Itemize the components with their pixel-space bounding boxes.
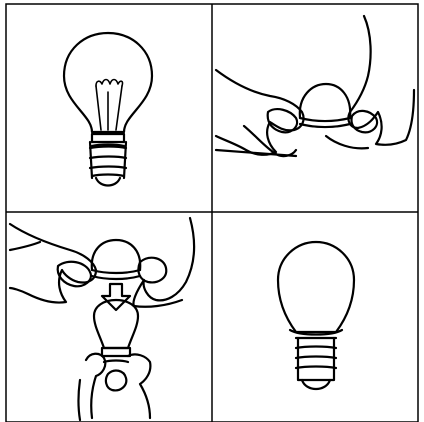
right-thumb-p3 bbox=[138, 258, 166, 283]
panel-4-new-bulb bbox=[278, 242, 354, 389]
panel-grid bbox=[6, 4, 418, 422]
right-thumb bbox=[351, 111, 377, 132]
new-bulb-base bbox=[296, 338, 336, 389]
bulb-base-p3 bbox=[102, 348, 130, 362]
down-arrow bbox=[102, 284, 130, 310]
rubber-band-p3 bbox=[92, 270, 140, 279]
left-hand-p3 bbox=[10, 224, 96, 303]
bulb-top bbox=[300, 84, 350, 118]
right-hand bbox=[348, 16, 414, 145]
panel-3-remove-bulb bbox=[10, 218, 194, 420]
panel-2-grip-bulb bbox=[216, 16, 414, 156]
new-bulb-glass bbox=[278, 242, 354, 332]
lower-hand-p3 bbox=[79, 354, 151, 420]
panel-1-old-bulb bbox=[64, 33, 152, 186]
bulb-top-p3 bbox=[92, 240, 140, 270]
rubber-band bbox=[300, 118, 350, 127]
filament bbox=[96, 80, 123, 131]
left-thumb-p3 bbox=[58, 262, 91, 287]
screw-base bbox=[90, 134, 126, 186]
